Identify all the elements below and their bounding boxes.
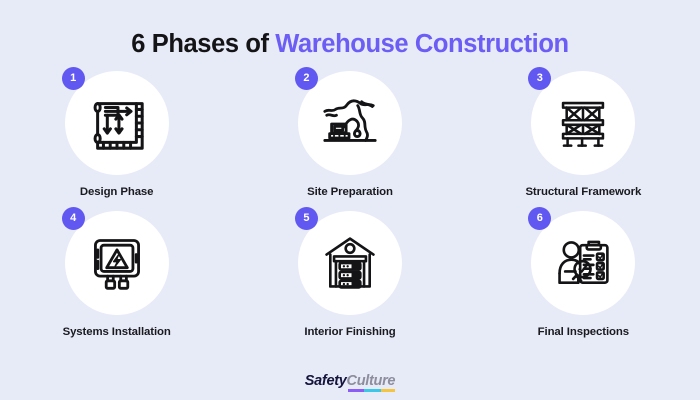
phase-badge-4: 4	[61, 207, 85, 231]
phase-item-1[interactable]: 1	[0, 67, 233, 211]
logo-text-culture: Culture	[346, 372, 396, 389]
phase-label-2: Site Preparation	[307, 186, 393, 199]
title-plain-text: 6 Phases of	[131, 30, 276, 58]
icon-circle-holder-1: 1	[61, 67, 169, 176]
steel-frame-icon	[554, 94, 612, 152]
phase-item-4[interactable]: 4	[0, 207, 233, 351]
phase-badge-6: 6	[528, 207, 552, 231]
phase-badge-3: 3	[528, 67, 552, 91]
phase-item-2[interactable]: 2	[233, 67, 466, 211]
title-accent-text: Warehouse Construction	[275, 30, 569, 58]
phase-label-5: Interior Finishing	[304, 326, 396, 339]
logo-underline-segment-cyan	[364, 389, 381, 392]
logo-underline	[348, 389, 396, 392]
logo-underline-segment-purple	[348, 389, 365, 392]
icon-circle-3	[531, 71, 636, 176]
phase-label-1: Design Phase	[79, 186, 154, 199]
phase-label-6: Final Inspections	[537, 326, 629, 339]
icon-circle-holder-5: 5	[294, 207, 402, 316]
icon-circle-holder-2: 2	[294, 67, 402, 176]
phase-item-6[interactable]: 6	[467, 207, 700, 351]
blueprint-plan-icon	[86, 92, 148, 154]
icon-circle-holder-4: 4	[61, 207, 169, 316]
page-title: 6 Phases of Warehouse Construction	[0, 30, 700, 59]
icon-circle-holder-6: 6	[528, 207, 636, 316]
electrical-panel-icon	[87, 233, 147, 293]
phase-badge-5: 5	[294, 207, 318, 231]
phase-item-3[interactable]: 3	[467, 67, 700, 211]
warehouse-shelving-icon	[320, 233, 380, 293]
footer: SafetyCulture	[0, 372, 700, 392]
logo-text-safety: Safety	[304, 372, 347, 389]
icon-circle-6	[531, 211, 636, 316]
phase-label-3: Structural Framework	[525, 186, 642, 199]
title-block: 6 Phases of Warehouse Construction	[0, 30, 700, 59]
icon-circle-holder-3: 3	[528, 67, 636, 176]
phase-label-4: Systems Installation	[62, 326, 171, 339]
inspector-clipboard-icon	[553, 233, 613, 293]
phase-grid: 1	[0, 67, 700, 351]
excavator-icon	[319, 92, 381, 154]
logo-underline-segment-yellow	[380, 389, 396, 392]
phase-badge-2: 2	[294, 67, 318, 91]
icon-circle-2	[297, 71, 402, 176]
phase-badge-1: 1	[61, 67, 85, 91]
icon-circle-1	[64, 71, 169, 176]
icon-circle-4	[64, 211, 169, 316]
phase-item-5[interactable]: 5	[233, 207, 466, 351]
safetyculture-logo[interactable]: SafetyCulture	[304, 372, 396, 392]
icon-circle-5	[297, 211, 402, 316]
